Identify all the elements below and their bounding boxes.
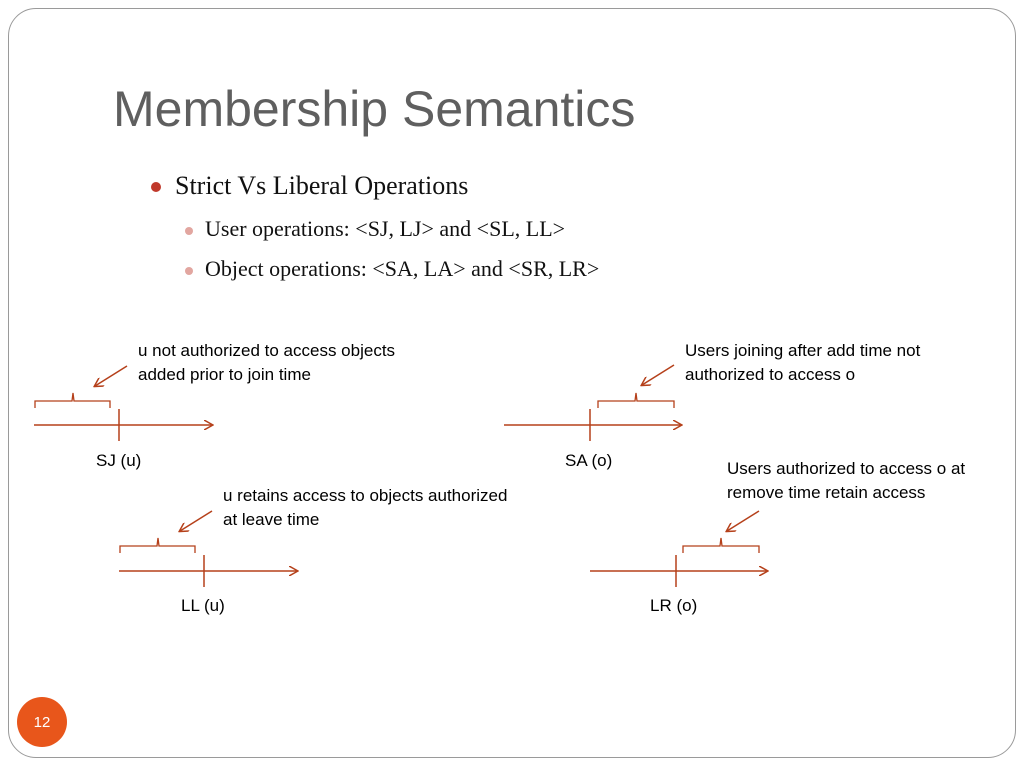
ll-label: LL (u)	[181, 596, 225, 615]
sa-label: SA (o)	[565, 451, 613, 470]
sub-bullet-user-operations: User operations: <SJ, LJ> and <SL, LL>	[205, 216, 566, 241]
sub-bullet-marker	[185, 267, 193, 275]
slide-title: Membership Semantics	[113, 81, 636, 137]
lr-note: Users authorized to access o at remove t…	[727, 459, 966, 502]
bullet-strict-vs-liberal: Strict Vs Liberal Operations	[175, 171, 469, 200]
lr-label: LR (o)	[650, 596, 698, 615]
sub-bullet-object-operations: Object operations: <SA, LA> and <SR, LR>	[205, 256, 600, 281]
page-number-badge: 12	[17, 697, 67, 747]
sub-bullet-marker	[185, 227, 193, 235]
sj-label: SJ (u)	[96, 451, 142, 470]
sa-note: Users joining after add time not authori…	[685, 341, 921, 384]
ll-note: u retains access to objects authorized a…	[223, 486, 508, 529]
slide-frame	[8, 8, 1016, 758]
bullet-marker	[151, 182, 161, 192]
sj-note: u not authorized to access objects added…	[138, 341, 396, 384]
